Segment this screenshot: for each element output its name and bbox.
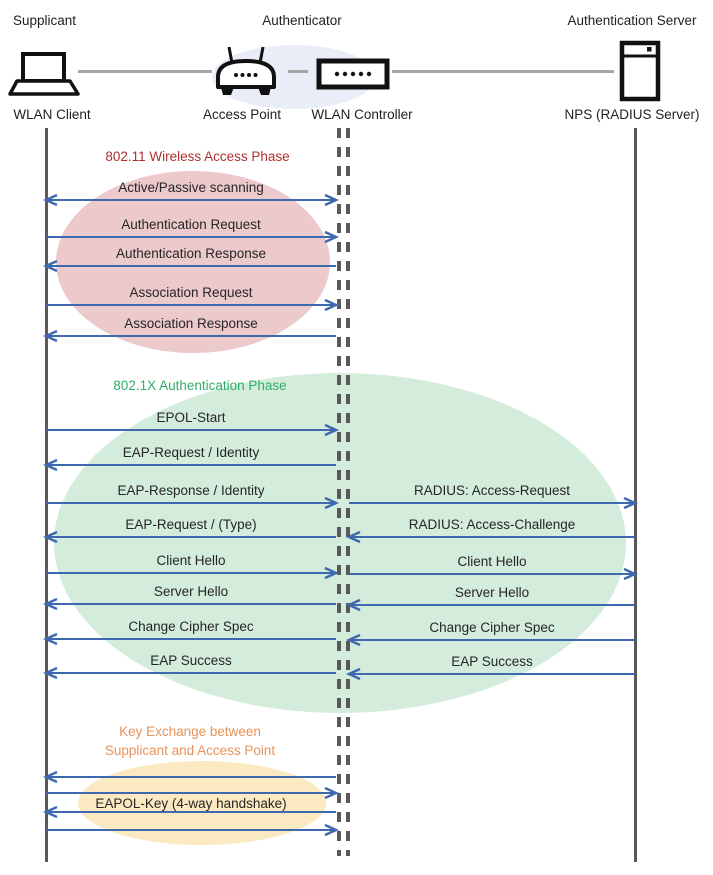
wireless-router-icon [216,46,276,95]
message-arrow [42,805,336,819]
message-arrow [345,667,635,681]
message-arrow [46,566,340,580]
message-label: EAP Success [451,654,533,669]
message-label: Change Cipher Spec [128,619,254,634]
message-label: Association Response [124,316,258,331]
controller-box-icon [316,58,390,90]
phase1-ellipse [56,171,330,353]
role-label-authenticator: Authenticator [262,13,342,28]
message-arrow [349,567,639,581]
message-arrow [42,770,336,784]
message-arrow [46,423,340,437]
message-label: EAP-Response / Identity [117,483,265,498]
lifeline-wlan-client [45,128,48,862]
message-label: Authentication Request [121,217,261,232]
message-label: RADIUS: Access-Request [413,483,571,498]
message-arrow [46,230,340,244]
phase1-title: 802.11 Wireless Access Phase [105,149,290,164]
lifeline-controller-dash [346,128,350,856]
node-label-access-point: Access Point [202,107,282,122]
message-label: Change Cipher Spec [429,620,555,635]
message-label: Association Request [129,285,253,300]
message-arrow [46,298,340,312]
message-arrow [345,530,635,544]
message-arrow [42,329,336,343]
message-label: Active/Passive scanning [118,180,264,195]
connector-line [78,70,212,73]
connector-line [288,70,308,73]
connector-line [392,70,614,73]
message-arrow [46,823,340,837]
message-label: Client Hello [156,553,226,568]
node-label-wlan-controller: WLAN Controller [311,107,413,122]
message-arrow [42,458,336,472]
message-label: EAP-Request / Identity [122,445,260,460]
message-label: EAP Success [150,653,232,668]
message-arrow [42,666,336,680]
message-arrow [349,496,639,510]
message-arrow [42,597,336,611]
message-arrow [42,632,336,646]
lifeline-radius-server [634,128,637,862]
lifeline-controller-dash [337,128,341,856]
message-arrow [46,786,340,800]
role-label-supplicant: Supplicant [13,13,77,28]
message-label: Server Hello [454,585,530,600]
node-label-nps: NPS (RADIUS Server) [564,107,700,122]
role-label-authentication-server: Authentication Server [567,13,697,28]
message-label: EAPOL-Key (4-way handshake) [95,796,287,811]
server-tower-icon [619,40,661,102]
phase3-title: Key Exchange between Supplicant and Acce… [104,724,276,758]
message-label: Authentication Response [115,246,267,261]
message-label: EAP-Request / (Type) [125,517,257,532]
message-arrow [46,496,340,510]
message-arrow [345,633,635,647]
message-arrow [42,530,336,544]
message-arrow [42,193,340,207]
message-label: RADIUS: Access-Challenge [408,517,576,532]
message-label: Client Hello [457,554,527,569]
phase2-title: 802.1X Authentication Phase [113,378,287,393]
message-arrow [345,598,635,612]
laptop-icon [8,52,80,96]
node-label-wlan-client: WLAN Client [13,107,91,122]
message-arrow [42,259,336,273]
message-label: Server Hello [153,584,229,599]
message-label: EPOL-Start [156,410,226,425]
